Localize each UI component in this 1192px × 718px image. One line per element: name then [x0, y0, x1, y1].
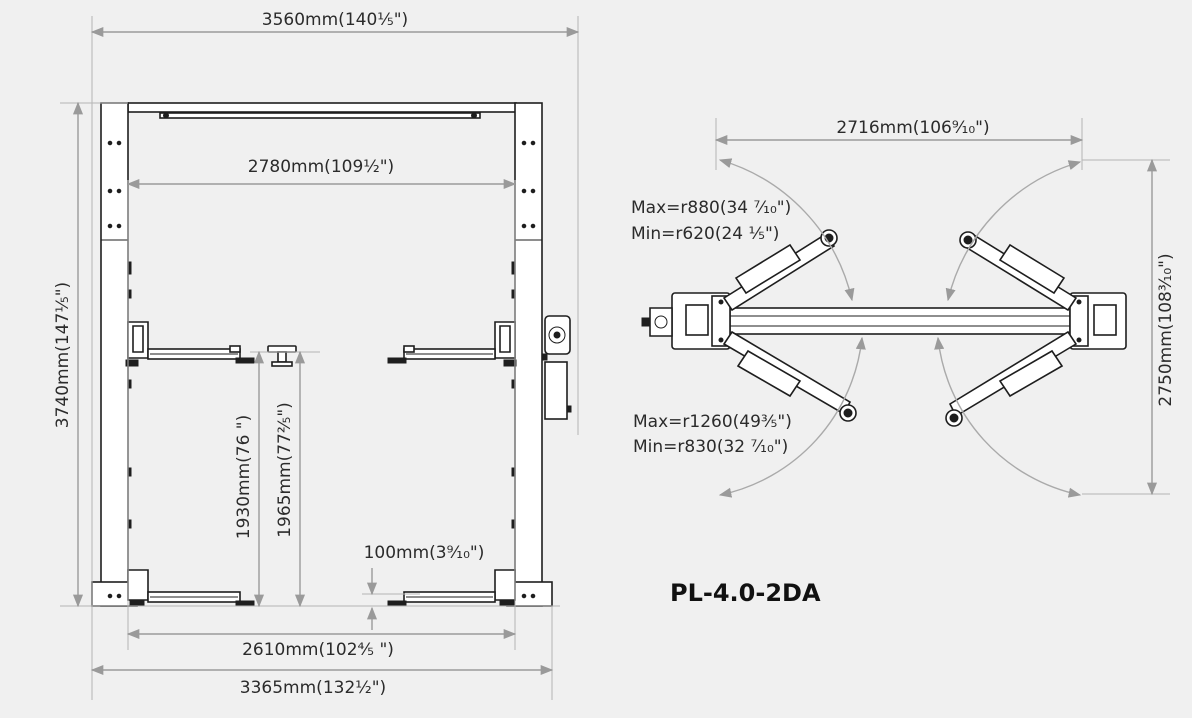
lift-height-label: 1930mm(76 ") [234, 415, 254, 540]
right-short-arm [959, 231, 1078, 312]
left-upper-arm [125, 321, 255, 367]
short-arm-min-label: Min=r620(24 ⅕") [631, 224, 779, 244]
right-column-top [1069, 292, 1127, 350]
pad-height-label: 100mm(3⁹⁄₁₀") [364, 543, 485, 563]
overall-depth-label: 2750mm(108³⁄₁₀") [1156, 253, 1176, 406]
base-width-label: 3365mm(132½") [240, 678, 386, 698]
top-view: 2716mm(106⁹⁄₁₀") Max=r880(34 ⁷⁄₁₀") Min=… [631, 118, 1176, 498]
left-column [91, 102, 138, 607]
overall-width-label: 3560mm(140⅕") [262, 10, 408, 30]
lift-height-adapter-label: 1965mm(77⅖") [275, 402, 295, 538]
overall-height-label: 3740mm(147⅕") [53, 282, 73, 428]
left-long-arm [722, 330, 857, 422]
front-view: 3560mm(140⅕") 2780mm(109½") 3740mm(147⅕"… [53, 10, 580, 700]
right-upper-arm [387, 321, 517, 367]
long-arm-min-label: Min=r830(32 ⁷⁄₁₀") [633, 437, 788, 457]
power-unit [542, 315, 572, 420]
model-name: PL-4.0-2DA [670, 579, 821, 607]
inner-width-label: 2780mm(109½") [248, 157, 394, 177]
left-column-top [641, 292, 731, 350]
long-arm-max-label: Max=r1260(49⅗") [633, 412, 792, 432]
lift-adapter [267, 345, 297, 367]
top-crossbar [127, 102, 517, 113]
base-beam [727, 307, 1073, 335]
left-lower-arm [127, 569, 255, 607]
drive-through-label: 2610mm(102⅘ ") [242, 640, 394, 660]
right-long-arm [945, 330, 1078, 427]
short-arm-max-label: Max=r880(34 ⁷⁄₁₀") [631, 198, 791, 218]
overhead-bar [159, 112, 481, 119]
right-lower-arm [387, 569, 516, 607]
arm-spread-label: 2716mm(106⁹⁄₁₀") [836, 118, 989, 138]
